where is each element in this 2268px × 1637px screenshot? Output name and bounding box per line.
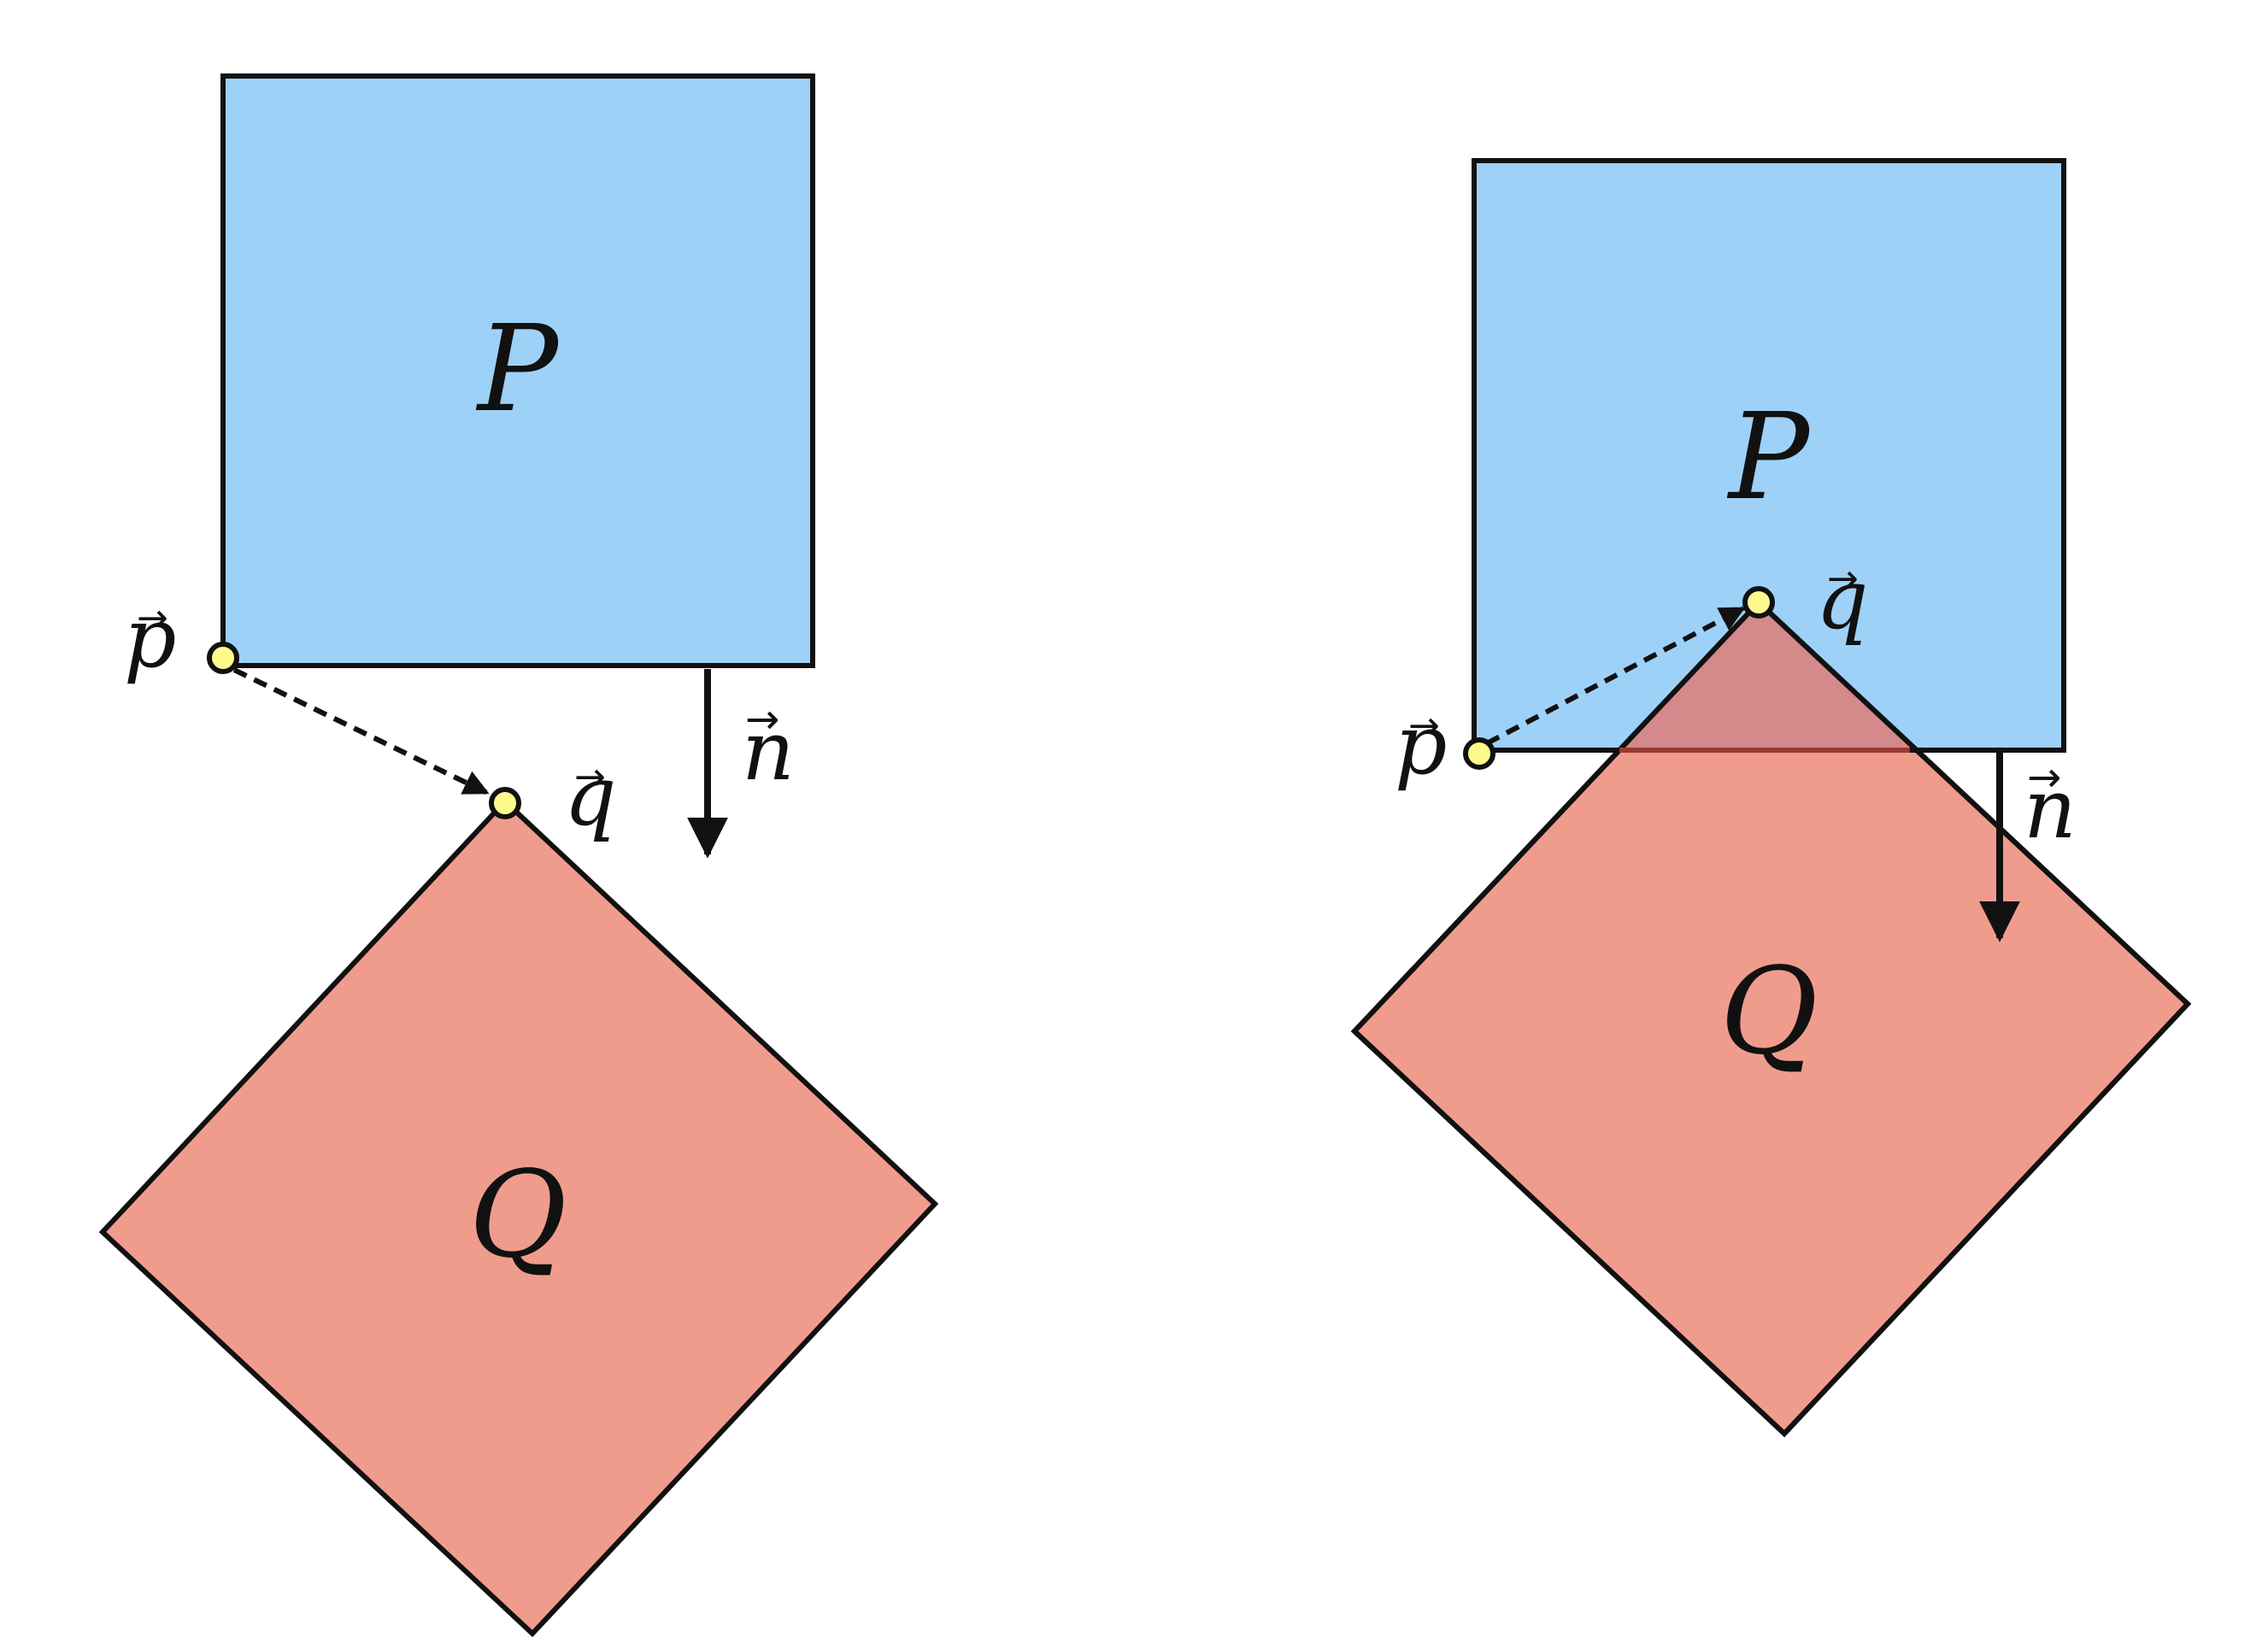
left-panel: P Q n → p → q → [98, 73, 939, 1637]
left-normal-vector-arrow-icon: → [745, 695, 779, 743]
left-shape-p-label: P [475, 300, 561, 439]
right-point-p [1463, 737, 1495, 770]
left-q-vector-arrow-icon: → [574, 755, 606, 799]
right-p-vector-arrow-icon: → [1408, 704, 1440, 748]
left-pq-vector [232, 667, 490, 795]
svg-text:q: q [564, 748, 616, 844]
right-point-q-label: q → [1816, 552, 1868, 648]
left-shape-p [220, 73, 815, 668]
right-point-p-label: p → [1395, 697, 1447, 793]
left-p-vector-arrow-icon: → [137, 596, 168, 640]
right-pq-vector [1485, 606, 1746, 746]
left-normal-label: n → [742, 695, 795, 799]
left-shape-q-label: Q [469, 1146, 567, 1285]
right-normal-label: n → [2024, 754, 2077, 857]
svg-text:p: p [1395, 697, 1447, 793]
left-shape-q [98, 797, 939, 1637]
right-shape-p-label: P [1726, 388, 1812, 527]
left-point-q-label: q → [564, 748, 616, 844]
left-point-p-label: p → [124, 590, 176, 686]
right-panel: P Q n → p → q → [1350, 158, 2192, 1438]
right-shape-q-label: Q [1720, 942, 1819, 1082]
svg-text:n: n [742, 703, 795, 799]
right-normal-vector-arrow-icon: → [2027, 754, 2061, 801]
right-point-q [1742, 586, 1775, 619]
right-overlap-region [1619, 602, 1917, 750]
left-point-p [207, 642, 239, 674]
right-shape-q-outline [1350, 598, 2192, 1438]
right-q-vector-arrow-icon: → [1827, 557, 1859, 601]
svg-text:q: q [1816, 552, 1868, 648]
svg-text:n: n [2024, 761, 2077, 857]
left-point-q [489, 787, 521, 819]
svg-text:p: p [124, 590, 176, 686]
